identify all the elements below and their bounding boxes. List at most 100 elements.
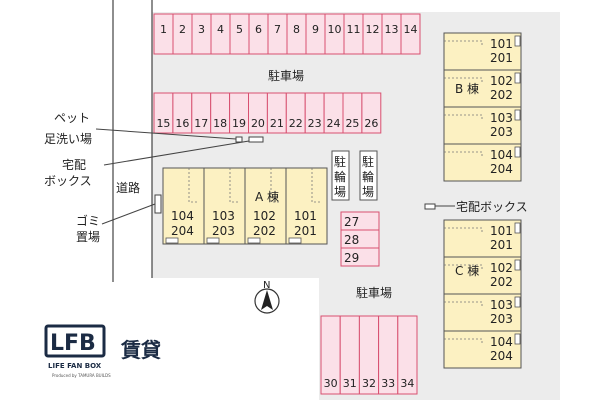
- parking-space-number: 26: [364, 117, 378, 130]
- unit-number-lower: 204: [490, 162, 513, 176]
- apartment-unit: [443, 293, 522, 332]
- parking-space-number: 22: [289, 117, 303, 130]
- unit-number-lower: 204: [171, 224, 194, 238]
- unit-number-lower: 202: [490, 88, 513, 102]
- unit-entrance: [514, 222, 521, 234]
- parking-space: [400, 13, 421, 55]
- parking-space-number: 5: [236, 23, 243, 36]
- bicycle-shed-char: 場: [362, 185, 374, 199]
- unit-number-upper: 104: [171, 209, 194, 223]
- trash-label-2: 置場: [76, 230, 100, 244]
- parking-space-number: 33: [381, 377, 395, 390]
- apartment-unit: [443, 256, 522, 295]
- delivery-left-label-2: ボックス: [44, 174, 92, 188]
- unit-number-upper: 103: [490, 298, 513, 312]
- apartment-unit: [443, 32, 522, 71]
- unit-entrance: [514, 296, 521, 308]
- bicycle-shed-1: 駐 輪 場: [331, 150, 350, 201]
- unit-number-upper: 101: [490, 37, 513, 51]
- apartment-unit: [443, 219, 522, 258]
- parking-space-number: 20: [251, 117, 265, 130]
- parking-space-number: 34: [400, 377, 414, 390]
- apartment-unit: [244, 167, 287, 245]
- unit-number-lower: 202: [253, 224, 276, 238]
- parking-space-number: 15: [156, 117, 170, 130]
- unit-number-lower: 203: [212, 224, 235, 238]
- bicycle-shed-char: 駐: [362, 154, 374, 169]
- apartment-unit: [203, 167, 246, 245]
- parking-space-number: 14: [404, 23, 418, 36]
- parking-space-number: 13: [385, 23, 399, 36]
- trash-label-1: ゴミ: [76, 213, 100, 228]
- unit-entrance: [514, 259, 521, 271]
- parking-space-number: 23: [308, 117, 322, 130]
- unit-number-upper: 102: [490, 74, 513, 88]
- parking-space-number: 11: [347, 23, 361, 36]
- unit-number-lower: 201: [490, 51, 513, 65]
- parking-space-number: 21: [270, 117, 284, 130]
- unit-number-upper: 104: [490, 148, 513, 162]
- footwash-label: 足洗い場: [44, 132, 92, 146]
- parking-space-number: 30: [324, 377, 338, 390]
- unit-stair-line: [270, 168, 279, 203]
- unit-number-lower: 204: [490, 349, 513, 363]
- unit-stair-line: [229, 168, 238, 203]
- unit-number-upper: 103: [490, 111, 513, 125]
- unit-stair-line: [444, 151, 483, 158]
- parking-space: [340, 247, 380, 267]
- bicycle-shed-char: 駐: [334, 154, 346, 169]
- parking-space-number: 29: [344, 251, 359, 265]
- delivery-box-right-marker: [424, 203, 436, 210]
- unit-stair-line: [444, 301, 483, 308]
- road-label: 道路: [116, 180, 140, 195]
- unit-number-upper: 101: [490, 224, 513, 238]
- apartment-unit: [443, 69, 522, 108]
- delivery-left-label-1: 宅配: [62, 157, 86, 172]
- unit-number-upper: 104: [490, 335, 513, 349]
- unit-number-lower: 202: [490, 275, 513, 289]
- unit-stair-line: [444, 77, 483, 84]
- parking-space-number: 18: [213, 117, 227, 130]
- parking-space-number: 27: [344, 215, 359, 229]
- unit-number-upper: 103: [212, 209, 235, 223]
- unit-entrance: [514, 333, 521, 345]
- rent-label: 賃貸: [120, 338, 161, 362]
- parking-space-number: 7: [274, 23, 281, 36]
- pet-leader-line: [95, 128, 237, 140]
- north-compass: N: [254, 280, 280, 314]
- trash-area-marker: [154, 194, 162, 214]
- unit-stair-line: [188, 168, 197, 203]
- building-name: C 棟: [455, 263, 479, 278]
- bicycle-shed-char: 場: [334, 185, 346, 199]
- road-corner-area: [96, 278, 319, 400]
- parking-space-number: 25: [345, 117, 359, 130]
- unit-entrance: [514, 35, 521, 47]
- apartment-unit: [443, 330, 522, 369]
- apartment-unit: [443, 143, 522, 182]
- unit-number-lower: 201: [294, 224, 317, 238]
- parking-space-number: 4: [217, 23, 224, 36]
- parking-space-number: 10: [328, 23, 342, 36]
- parking-space-number: 1: [160, 23, 167, 36]
- delivery-box-left-marker: [248, 136, 264, 143]
- delivery-right-label: 宅配ボックス: [456, 199, 528, 214]
- trash-leader-line: [101, 203, 156, 225]
- parking-space-number: 32: [362, 377, 376, 390]
- unit-stair-line: [311, 168, 320, 203]
- unit-entrance: [514, 109, 521, 121]
- parking-space-number: 28: [344, 233, 359, 247]
- unit-stair-line: [444, 227, 483, 234]
- parking-space: [361, 92, 382, 134]
- building-a-name: A 棟: [255, 189, 279, 204]
- bicycle-shed-2: 駐 輪 場: [359, 150, 378, 201]
- parking-space-number: 19: [232, 117, 246, 130]
- bicycle-shed-char: 輪: [362, 169, 374, 184]
- unit-stair-line: [444, 338, 483, 345]
